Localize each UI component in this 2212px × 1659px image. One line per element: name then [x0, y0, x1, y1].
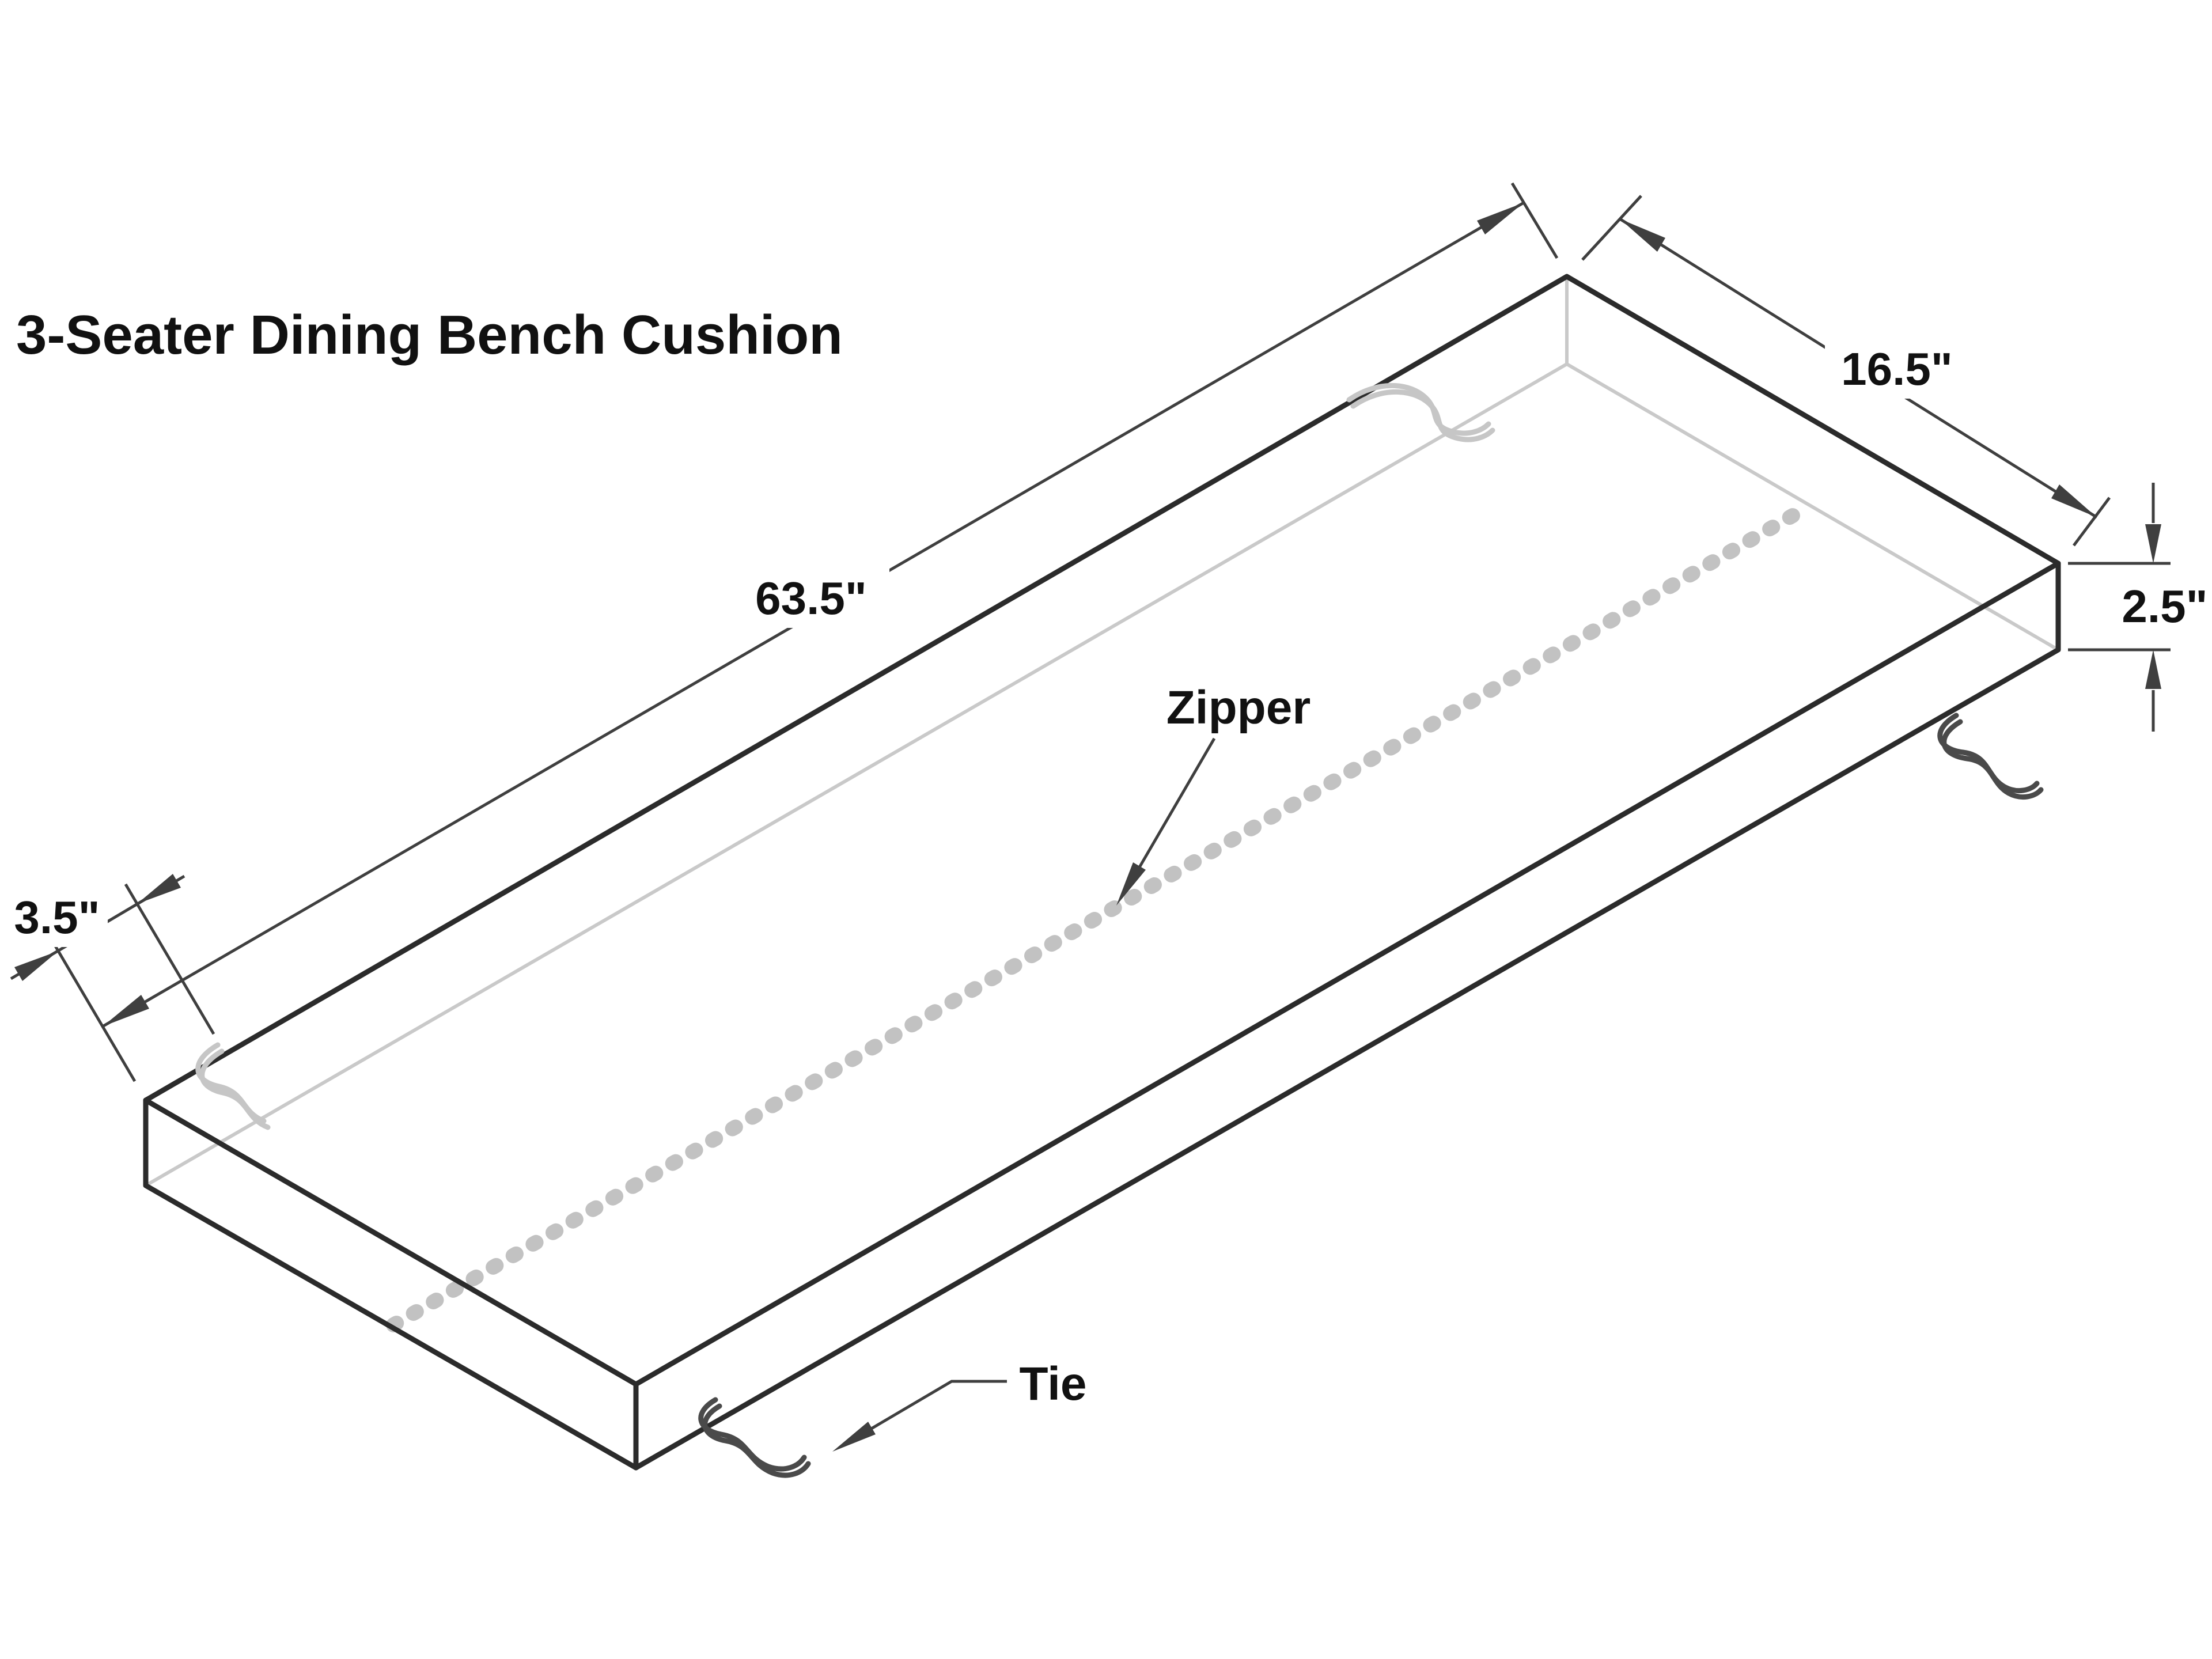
hidden-edge-right-bottom [1566, 362, 2059, 652]
thickness-dimension-label: 2.5" [2122, 581, 2207, 632]
extension-line-back-corner [1510, 182, 1559, 259]
length-dimension-label: 63.5" [755, 573, 867, 624]
extension-line-right-corner-width [2072, 497, 2111, 547]
tie-label: Tie [1020, 1358, 1087, 1410]
arrowhead-tie-inset-left [14, 951, 58, 981]
dimension-thickness [2068, 483, 2171, 732]
cushion-hidden-edges [145, 276, 2059, 1187]
width-dimension-label: 16.5" [1841, 343, 1953, 395]
zipper-label: Zipper [1166, 681, 1311, 734]
tie-string-front-left-2 [702, 1403, 811, 1478]
edge-front-top [633, 560, 2061, 1387]
hidden-edge-back-bottom [145, 362, 1568, 1187]
tie-leader-line [847, 1380, 1007, 1444]
backplate-length-label [733, 566, 889, 628]
zipper-path [386, 499, 1815, 1332]
dimension-arrowheads [14, 203, 2161, 1452]
diagram-labels: 3-Seater Dining Bench Cushion 63.5" 16.5… [14, 304, 2207, 1410]
arrowhead-thickness-top [2145, 524, 2161, 563]
arrowhead-thickness-bottom [2145, 650, 2161, 689]
figure-title: 3-Seater Dining Bench Cushion [16, 304, 843, 366]
tie-string-front-right-2 [1941, 719, 2044, 800]
extension-line-left-corner [44, 929, 137, 1082]
tie-string-back-right-2 [1350, 389, 1495, 442]
arrowhead-length-right [1477, 203, 1524, 234]
zipper-leader-line [1126, 737, 1216, 888]
arrowhead-length-left [103, 995, 149, 1027]
back-ties [195, 382, 1495, 1130]
arrowhead-zipper-leader [1116, 862, 1146, 906]
arrowhead-width-right [2051, 484, 2097, 517]
cushion-outline [143, 274, 2061, 1471]
backplate-width-label [1825, 335, 1969, 399]
backplate-tie-inset-label [7, 891, 108, 947]
tie-string-back-left-2 [199, 1048, 271, 1130]
label-backplates [7, 335, 1969, 947]
extension-line-tie-point [124, 883, 215, 1035]
arrowhead-width-left [1620, 219, 1665, 252]
extension-line-back-corner-width [1581, 195, 1642, 261]
arrowhead-tie-inset-right [137, 874, 181, 904]
cushion-visible-edges [143, 274, 2061, 1471]
zipper-line [386, 499, 1815, 1332]
edge-left-end-top [143, 1097, 639, 1387]
tie-inset-dimension-label: 3.5" [14, 892, 100, 943]
arrowhead-tie-leader [832, 1422, 876, 1452]
front-ties [698, 713, 2044, 1478]
